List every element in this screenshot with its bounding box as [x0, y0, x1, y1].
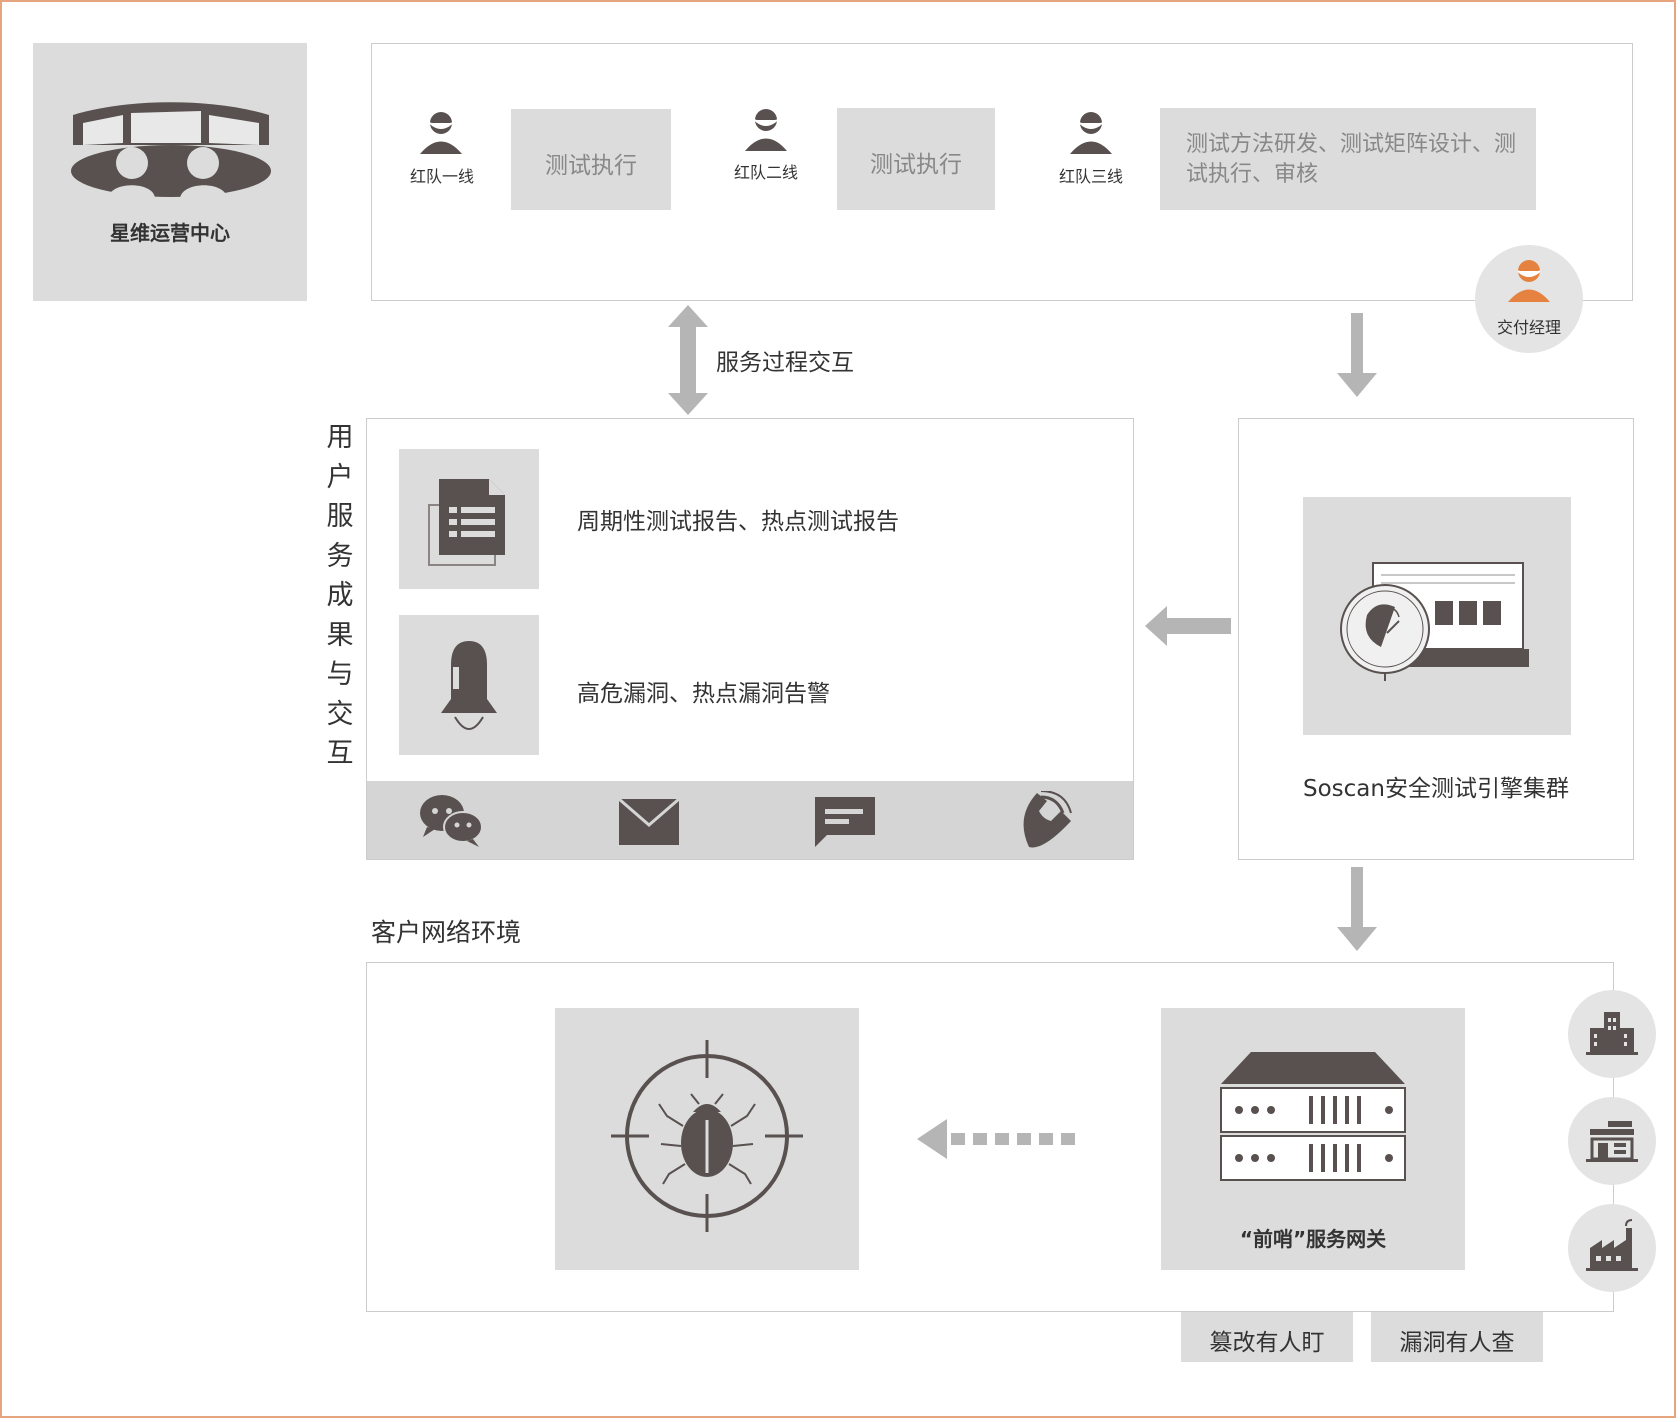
office-building-icon [1586, 1012, 1638, 1055]
team-line-name: 红队三线 [1059, 167, 1124, 186]
vuln-check-tag: 漏洞有人查 [1371, 1312, 1543, 1362]
down-arrow [1337, 313, 1377, 397]
person-icon [420, 112, 462, 154]
person-icon [1508, 260, 1550, 302]
red-team-panel: 红队一线 测试执行 红队二线 测试执行 红队三线 测试方法研发、测试矩阵设计、测… [371, 43, 1633, 301]
delivery-manager-label: 交付经理 [1496, 318, 1561, 337]
tamper-watch-tag: 篡改有人盯 [1181, 1312, 1353, 1362]
team-line-task: 测试执行 [511, 109, 671, 210]
document-icon [428, 479, 505, 566]
ops-center-label: 星维运营中心 [110, 221, 230, 245]
dashed-left-arrow [917, 1119, 1075, 1159]
user-service-panel: 周期性测试报告、热点测试报告 高危漏洞、热点漏洞告警 [366, 418, 1134, 860]
engine-icon-tile [1303, 497, 1571, 735]
monitor-center-icon [71, 102, 271, 198]
person-icon [745, 109, 787, 151]
team-line-task: 测试执行 [837, 108, 995, 210]
wechat-icon [420, 795, 483, 847]
interaction-label: 服务过程交互 [716, 350, 854, 376]
delivery-manager-badge: 交付经理 [1475, 245, 1583, 353]
left-arrow [1145, 606, 1231, 646]
engine-label: Soscan安全测试引擎集群 [1303, 776, 1569, 802]
user-service-title: 用 户 服 务 成 果 与 交 互 [326, 422, 354, 769]
ops-center-panel: 星维运营中心 [33, 43, 307, 301]
gateway-label: “前哨”服务网关 [1239, 1227, 1387, 1251]
shop-icon [1586, 1121, 1638, 1162]
team-line-task: 测试方法研发、测试矩阵设计、测试执行、审核 [1160, 108, 1536, 210]
phone-icon [1023, 791, 1072, 848]
gateway-tile: “前哨”服务网关 [1161, 1008, 1465, 1270]
mail-icon [618, 797, 680, 845]
factory-icon [1586, 1219, 1638, 1271]
customer-network-title: 客户网络环境 [371, 918, 522, 947]
person-icon [1070, 112, 1112, 154]
alert-icon-tile [399, 615, 539, 755]
gateway-server-icon [1220, 1052, 1406, 1181]
bidirectional-arrow [668, 305, 708, 415]
office-building-badge [1568, 990, 1656, 1078]
report-icon-tile [399, 449, 539, 589]
shop-badge [1568, 1097, 1656, 1185]
channel-bar [367, 781, 1133, 859]
engine-panel: Soscan安全测试引擎集群 [1238, 418, 1634, 860]
factory-badge [1568, 1204, 1656, 1292]
sms-icon [815, 797, 875, 847]
team-line-name: 红队一线 [410, 167, 475, 186]
down-arrow [1337, 867, 1377, 951]
alert-label: 高危漏洞、热点漏洞告警 [577, 681, 830, 707]
bug-target-tile [555, 1008, 859, 1270]
report-label: 周期性测试报告、热点测试报告 [577, 509, 899, 535]
customer-network-panel: “前哨”服务网关 [366, 962, 1614, 1312]
scanner-cluster-icon [1340, 562, 1529, 681]
team-line-name: 红队二线 [734, 163, 799, 182]
bug-target-icon [611, 1040, 803, 1232]
bell-icon [441, 641, 497, 730]
